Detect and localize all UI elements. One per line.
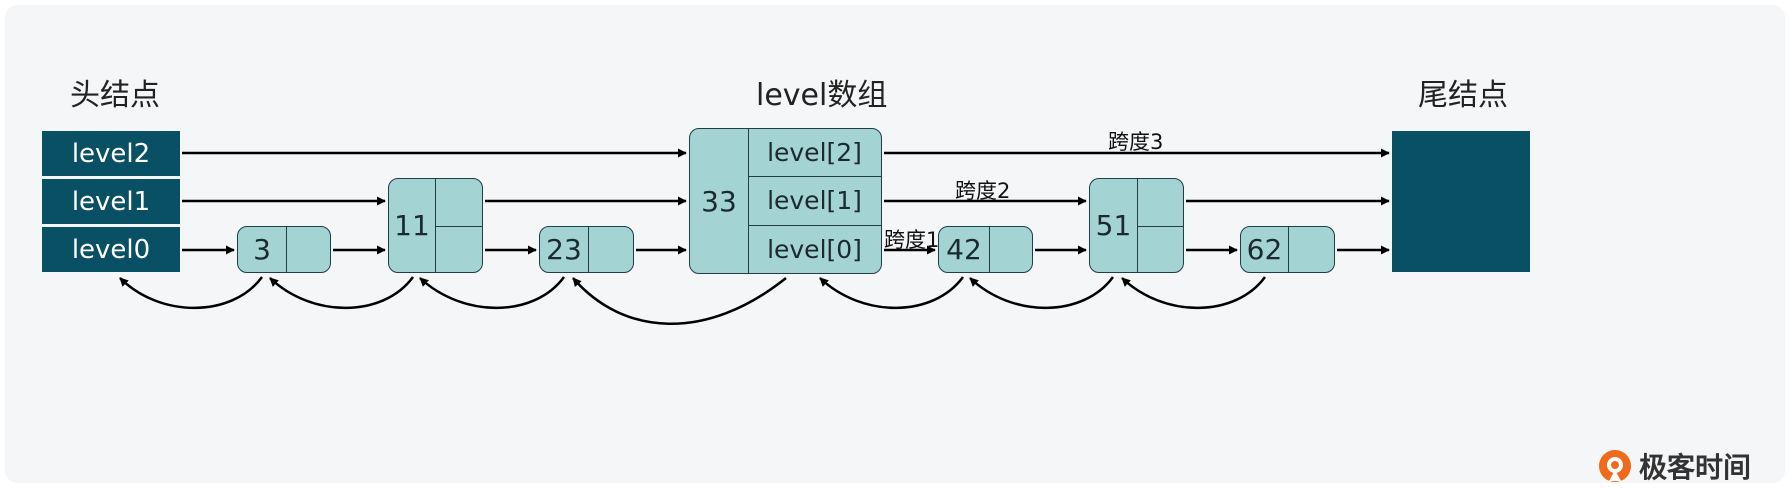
backward-pointer xyxy=(119,276,264,310)
node-divider xyxy=(748,129,749,273)
node-value: 23 xyxy=(546,233,582,266)
backward-pointer xyxy=(572,277,787,325)
node-62: 62 xyxy=(1240,226,1335,273)
node-level-divider xyxy=(435,226,482,227)
head-level1: level1 xyxy=(42,179,180,224)
node-level-divider xyxy=(748,176,881,177)
node-divider xyxy=(989,227,990,272)
node-value: 51 xyxy=(1095,209,1132,242)
node-divider xyxy=(286,227,287,272)
node-level-divider xyxy=(748,225,881,226)
brand-name: 极客时间 xyxy=(1639,451,1752,484)
node-divider xyxy=(435,179,436,272)
backward-pointer xyxy=(419,276,566,310)
node-3: 3 xyxy=(237,226,331,273)
span-label-3: 跨度3 xyxy=(1108,130,1164,154)
node-divider xyxy=(588,227,589,272)
level-label-2: level[2] xyxy=(767,138,862,167)
span-label-1: 跨度1 xyxy=(884,228,940,252)
span-label-2: 跨度2 xyxy=(955,179,1011,203)
tail-node-title: 尾结点 xyxy=(1418,78,1508,113)
node-33: 33 level[2] level[1] level[0] xyxy=(689,128,882,274)
node-23: 23 xyxy=(539,226,634,273)
level-array-title: level数组 xyxy=(756,78,888,113)
head-node-title: 头结点 xyxy=(70,78,160,113)
head-level2: level2 xyxy=(42,131,180,176)
node-51: 51 xyxy=(1089,178,1184,273)
node-divider xyxy=(1137,179,1138,272)
node-value: 3 xyxy=(253,233,271,266)
node-value: 11 xyxy=(394,209,430,242)
node-divider xyxy=(1288,227,1289,272)
backward-pointer xyxy=(269,276,415,310)
backward-pointer xyxy=(969,276,1115,310)
level-label-0: level[0] xyxy=(767,234,862,264)
node-value: 62 xyxy=(1246,233,1283,266)
node-11: 11 xyxy=(388,178,483,273)
node-42: 42 xyxy=(938,226,1033,273)
brand-logo: 极客时间 xyxy=(1597,446,1751,486)
tail-node xyxy=(1392,131,1530,272)
node-level-divider xyxy=(1137,226,1183,227)
backward-pointer xyxy=(819,276,965,310)
level-label-1: level[1] xyxy=(767,186,862,215)
geektime-logo-icon xyxy=(1599,450,1631,482)
node-value: 33 xyxy=(701,184,737,218)
backward-pointer xyxy=(1121,276,1267,310)
node-value: 42 xyxy=(946,233,982,266)
head-level0: level0 xyxy=(42,227,180,272)
